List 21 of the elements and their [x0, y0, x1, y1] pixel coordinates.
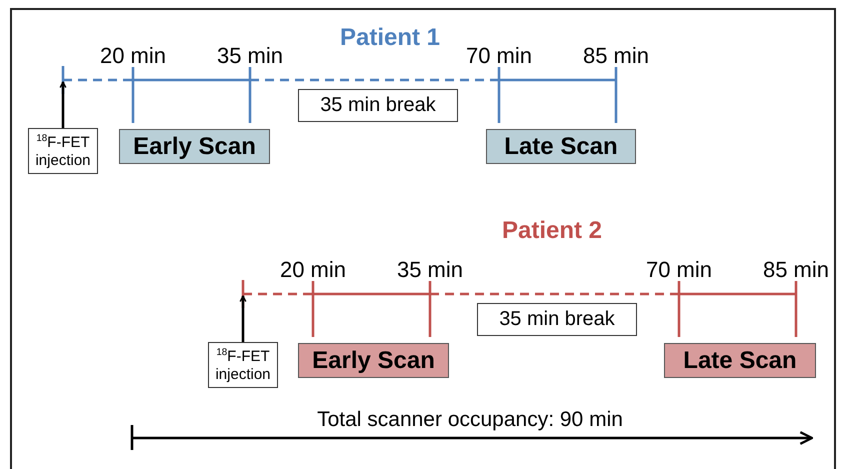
time-label: 35 min [396, 257, 464, 283]
time-label: 20 min [280, 257, 346, 283]
break-box: 35 min break [298, 89, 458, 122]
time-label: 35 min [216, 43, 284, 69]
time-label: 70 min [646, 257, 712, 283]
patient-heading: Patient 1 [340, 24, 440, 52]
patient-heading: Patient 2 [502, 217, 602, 245]
injection-box: $^{18}$F-FET injection [28, 128, 98, 174]
break-box: 35 min break [477, 303, 637, 336]
scan-box: Late Scan [664, 343, 816, 378]
time-label: 70 min [466, 43, 532, 69]
time-label: 20 min [100, 43, 166, 69]
scan-box: Early Scan [298, 343, 449, 378]
arrow [240, 295, 246, 342]
injection-box: $^{18}$F-FET injection [208, 342, 278, 388]
time-label: 85 min [582, 43, 650, 69]
time-label: 85 min [762, 257, 830, 283]
scan-box: Late Scan [486, 129, 636, 164]
arrow [60, 81, 66, 128]
scan-box: Early Scan [119, 129, 270, 164]
time-label: Total scanner occupancy: 90 min [317, 408, 623, 432]
